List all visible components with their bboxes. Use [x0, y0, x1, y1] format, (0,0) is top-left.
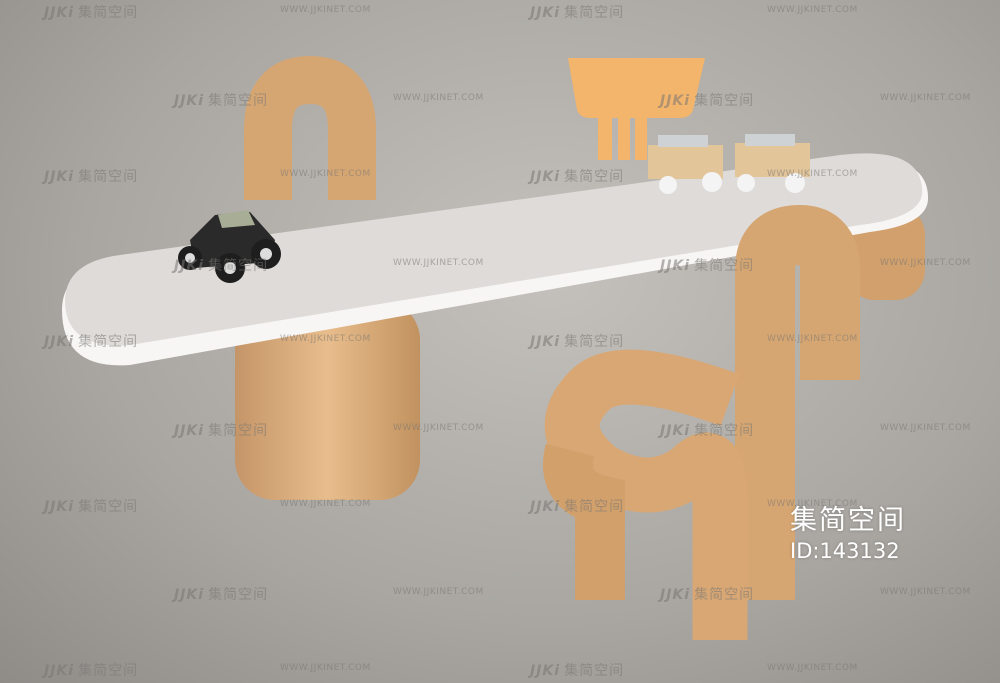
toy-car: [178, 210, 281, 283]
toy-train: [648, 134, 810, 194]
left-cylinder-leg: [235, 300, 420, 500]
brand-watermark: 集简空间 ID:143132: [790, 498, 906, 563]
s-curve-pipe: [735, 204, 860, 600]
seat-loop-pipe: [544, 349, 748, 640]
left-arch-pipe: [244, 55, 376, 200]
brand-title: 集简空间: [790, 505, 906, 536]
chair: [568, 58, 705, 160]
table-top: [65, 153, 923, 346]
brand-id: ID:143132: [790, 539, 900, 563]
front-leg-pipe: [543, 443, 625, 600]
